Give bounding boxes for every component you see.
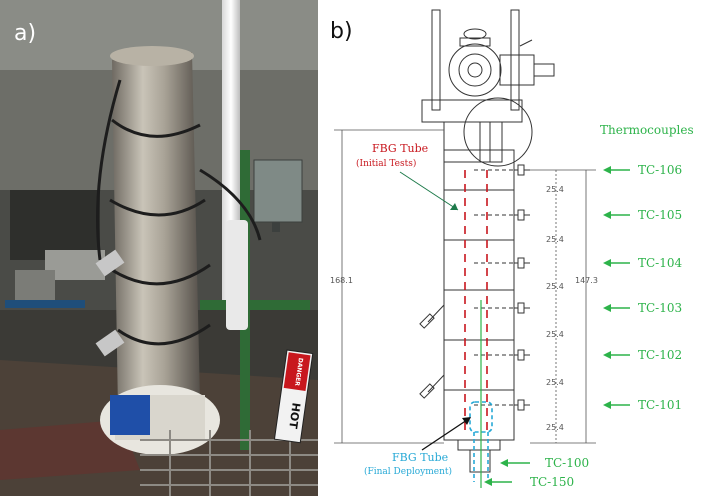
tc-102-label: TC-102 <box>638 348 682 362</box>
tc-span-dimension: 147.3 <box>575 276 598 285</box>
spacing-dimension: 25.4 <box>546 378 564 387</box>
fbg-initial-leader <box>399 171 459 211</box>
spacing-dimension: 25.4 <box>546 185 564 194</box>
dimension-lines <box>334 129 596 444</box>
fbg-final-subtitle: (Final Deployment) <box>364 466 452 477</box>
fbg-tube-final <box>469 401 493 482</box>
thermocouple-ports <box>474 164 530 411</box>
danger-sign-text: DANGER <box>293 357 304 386</box>
tc-150-arrow <box>484 478 512 486</box>
fbg-final-title: FBG Tube <box>392 451 448 464</box>
spacing-dimension: 25.4 <box>546 235 564 244</box>
fbg-initial-subtitle: (Initial Tests) <box>356 158 416 169</box>
panel-a-label: a) <box>14 21 36 46</box>
tc-100-arrow <box>500 459 530 467</box>
danger-hot-sign: DANGER HOT <box>273 349 314 444</box>
tc-106-label: TC-106 <box>638 163 682 177</box>
tc-101-label: TC-101 <box>638 398 682 412</box>
fbg-final-leader <box>421 417 471 451</box>
hot-sign-text: HOT <box>286 402 303 430</box>
tc-103-arrow <box>603 304 630 312</box>
spacing-dimension: 25.4 <box>546 330 564 339</box>
fbg-tube-initial <box>464 170 488 430</box>
tc-104-label: TC-104 <box>638 256 683 270</box>
arrowhead-icon <box>450 203 458 210</box>
arrowhead-icon <box>462 417 471 425</box>
schematic-diagram: b) <box>330 9 694 489</box>
thermocouples-heading: Thermocouples <box>600 123 694 137</box>
tc-101-arrow <box>603 401 630 409</box>
spacing-dimension: 25.4 <box>546 423 564 432</box>
tc-102-arrow <box>603 351 630 359</box>
tc-106-arrow <box>603 166 630 174</box>
installation-photo: DANGER HOT a) <box>0 0 318 496</box>
tc-100-label: TC-100 <box>545 456 589 470</box>
tc-104-arrow <box>603 259 630 267</box>
head-assembly <box>421 9 555 167</box>
overall-height-dimension: 168.1 <box>330 276 353 285</box>
tc-150-label: TC-150 <box>530 475 574 489</box>
fbg-initial-title: FBG Tube <box>372 142 428 155</box>
vessel-body <box>419 149 515 473</box>
panel-b-label: b) <box>330 19 353 44</box>
tc-103-label: TC-103 <box>638 301 682 315</box>
tc-105-arrow <box>603 211 630 219</box>
tc-105-label: TC-105 <box>638 208 682 222</box>
spacing-dimension: 25.4 <box>546 282 564 291</box>
